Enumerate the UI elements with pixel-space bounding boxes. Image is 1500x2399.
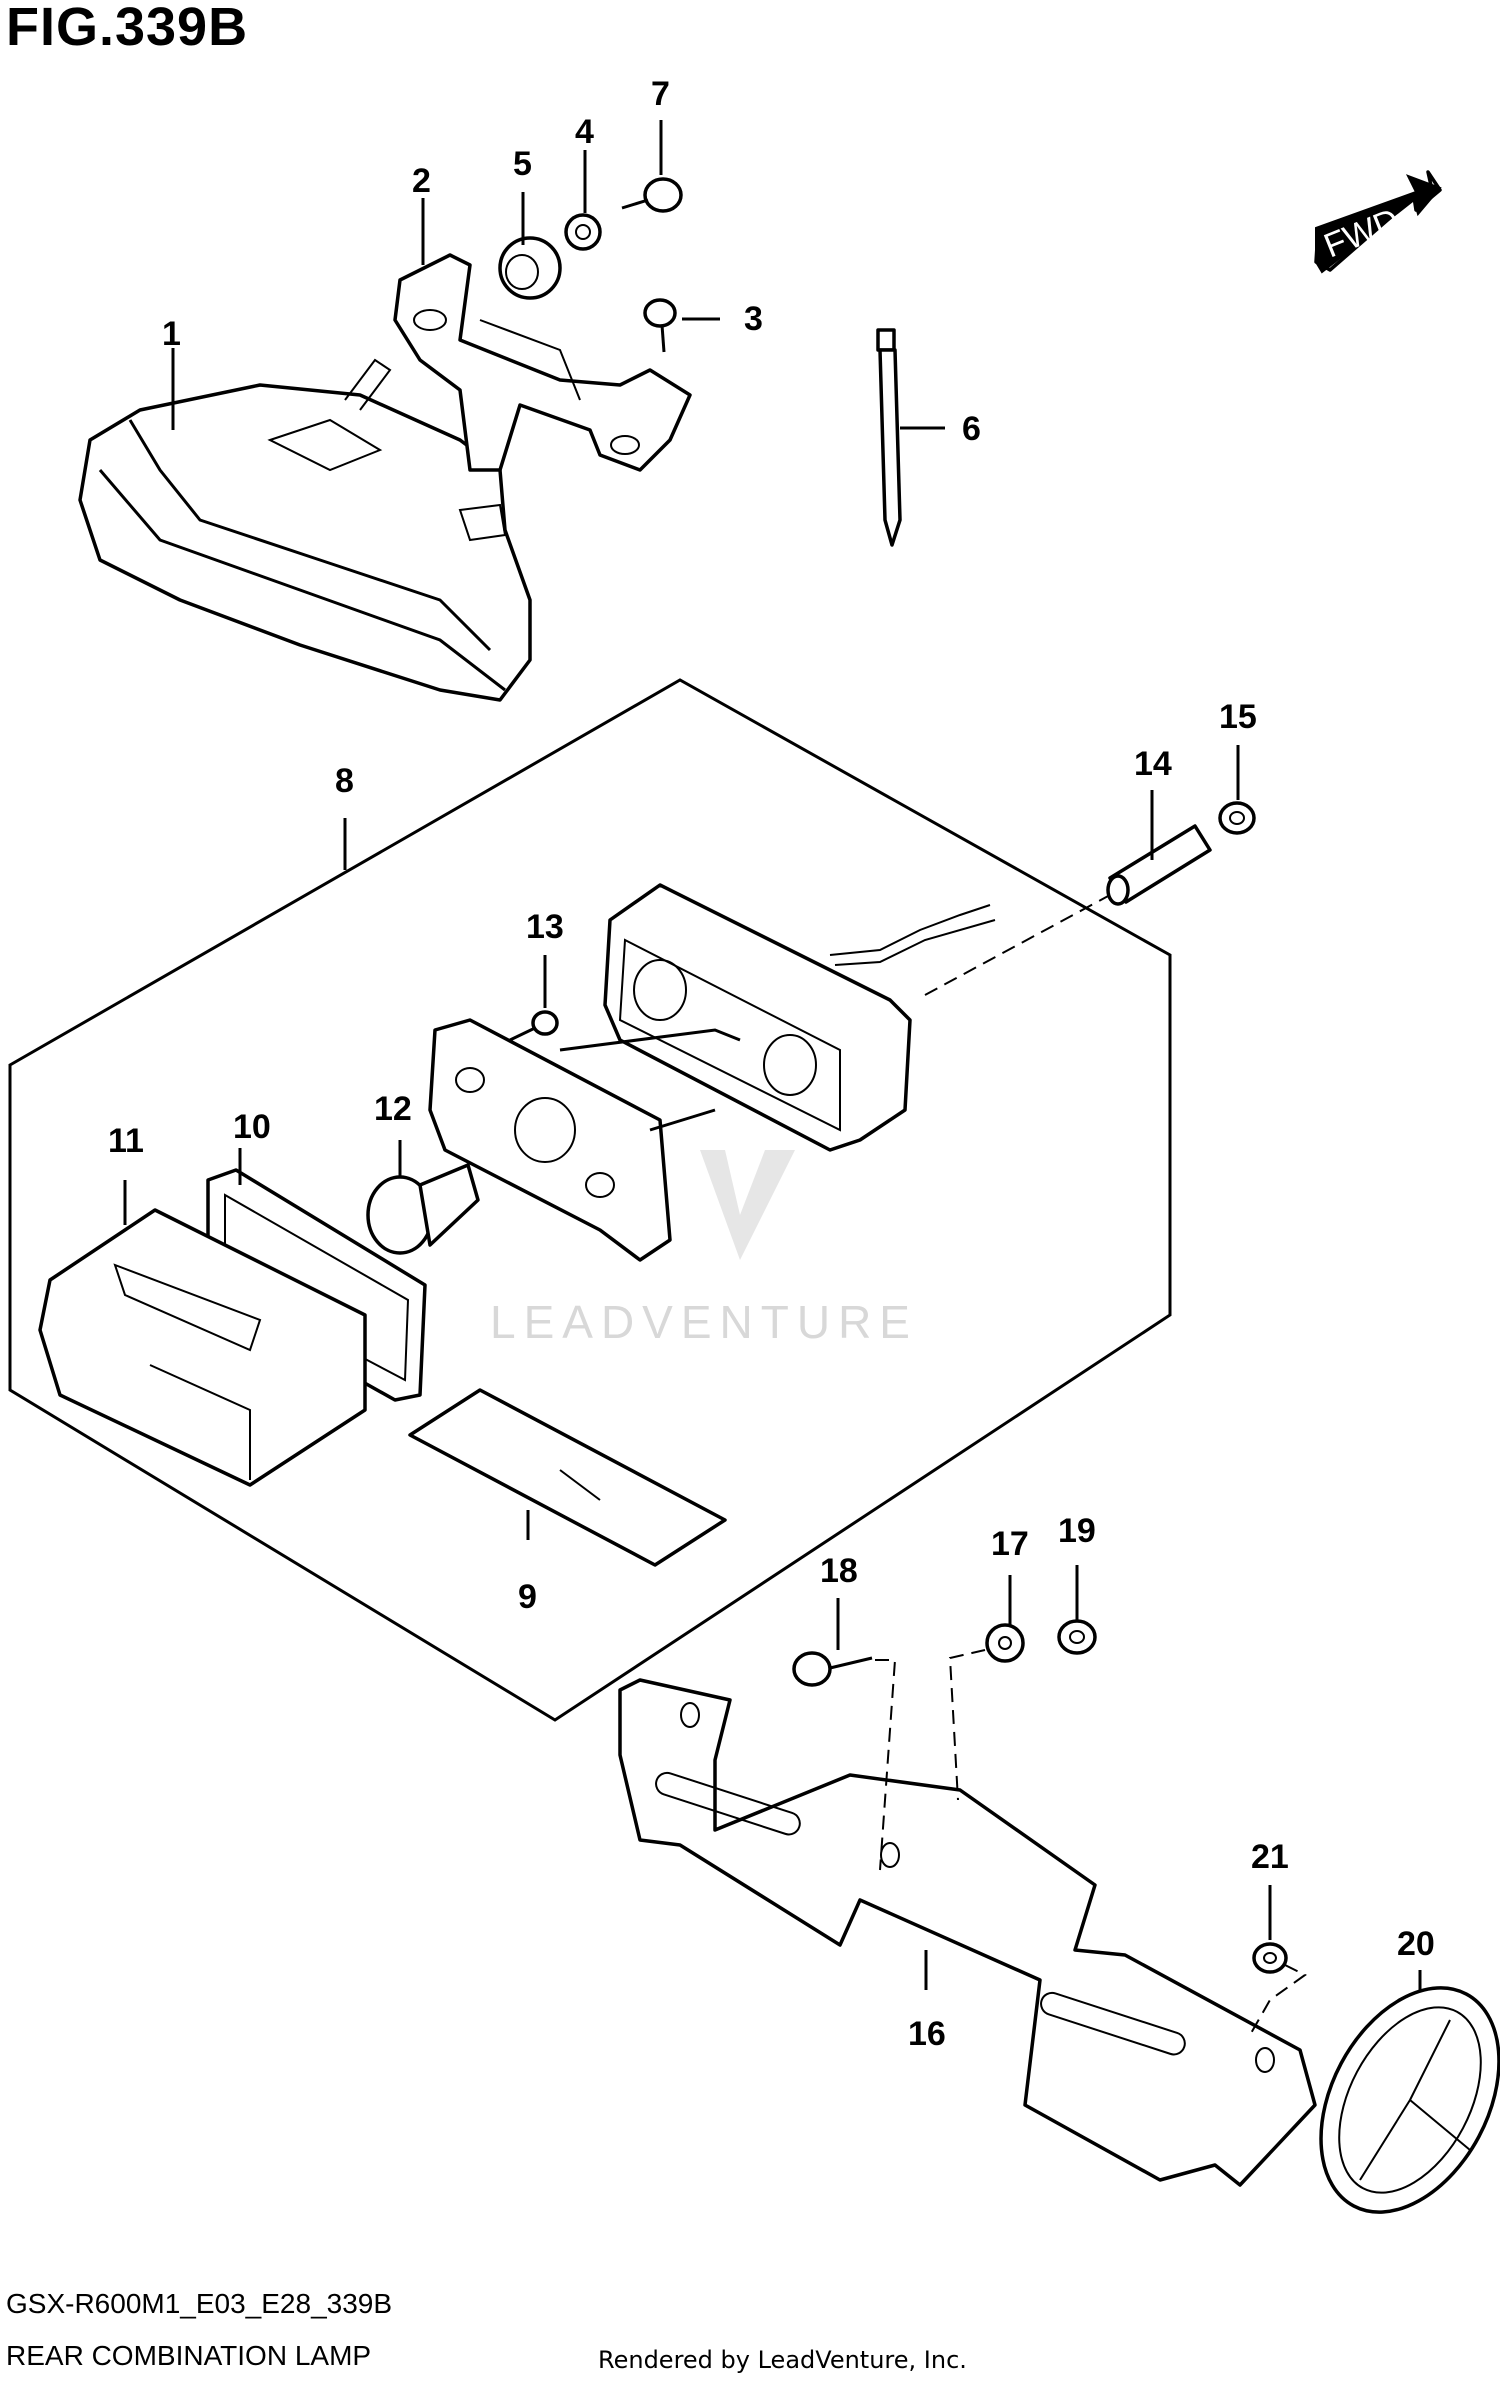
screw-3	[643, 298, 677, 353]
callouts: 1 2 3 4 5 6 7 8 9 10 11 12 13 14 15 16 1…	[108, 75, 1435, 2053]
model-code: GSX-R600M1_E03_E28_339B	[6, 2288, 393, 2319]
callout-19: 19	[1058, 1512, 1096, 1550]
tail-lamp-assembly	[78, 358, 532, 702]
callout-11: 11	[108, 1122, 144, 1160]
callout-6: 6	[962, 410, 981, 448]
group-box-8	[8, 678, 1172, 1722]
watermark: LEADVENTURE	[490, 1150, 918, 1348]
callout-5: 5	[513, 145, 532, 183]
section-name: REAR COMBINATION LAMP	[6, 2340, 372, 2371]
callout-17: 17	[991, 1525, 1029, 1563]
collar	[1106, 824, 1212, 906]
callout-7: 7	[651, 75, 670, 113]
license-lens	[38, 1208, 367, 1487]
callout-15: 15	[1219, 698, 1257, 736]
callout-8: 8	[335, 762, 354, 800]
socket-holder	[428, 1018, 741, 1262]
washer-17	[985, 1623, 1025, 1663]
washer	[564, 213, 602, 251]
nut-15	[1218, 801, 1256, 835]
callout-18: 18	[820, 1552, 858, 1590]
cable-tie	[876, 328, 902, 547]
callout-14: 14	[1134, 745, 1172, 783]
cover-plate	[408, 1388, 727, 1567]
callout-16: 16	[908, 2015, 946, 2053]
leader-lines	[123, 120, 1422, 1990]
grommet	[498, 236, 562, 300]
callout-4: 4	[575, 113, 594, 151]
screw-7	[621, 177, 683, 213]
watermark-text: LEADVENTURE	[490, 1296, 918, 1348]
callout-9: 9	[518, 1578, 537, 1616]
guide-line	[875, 1659, 897, 1871]
license-bracket	[618, 1678, 1317, 2187]
callout-20: 20	[1397, 1925, 1435, 1963]
callout-21: 21	[1251, 1838, 1289, 1876]
fwd-arrow-icon: FWD	[1314, 170, 1442, 274]
figure-title: FIG.339B	[6, 0, 249, 57]
nut-19	[1057, 1619, 1097, 1655]
callout-2: 2	[412, 162, 431, 200]
callout-13: 13	[526, 908, 564, 946]
screw-13	[509, 1010, 559, 1042]
screw-18	[792, 1651, 873, 1687]
callout-10: 10	[233, 1108, 271, 1146]
callout-3: 3	[744, 300, 763, 338]
reflector	[1319, 1986, 1500, 2214]
nut-21	[1252, 1942, 1288, 1974]
callout-12: 12	[374, 1090, 412, 1128]
bulb	[366, 1163, 480, 1255]
render-credit: Rendered by LeadVenture, Inc.	[598, 2346, 967, 2374]
guide-line	[1249, 1964, 1307, 2036]
license-lamp-housing	[603, 883, 996, 1152]
callout-1: 1	[162, 315, 181, 353]
lamp-bracket	[393, 253, 692, 472]
guide-line	[948, 1649, 986, 1801]
guide-line	[924, 894, 1111, 996]
